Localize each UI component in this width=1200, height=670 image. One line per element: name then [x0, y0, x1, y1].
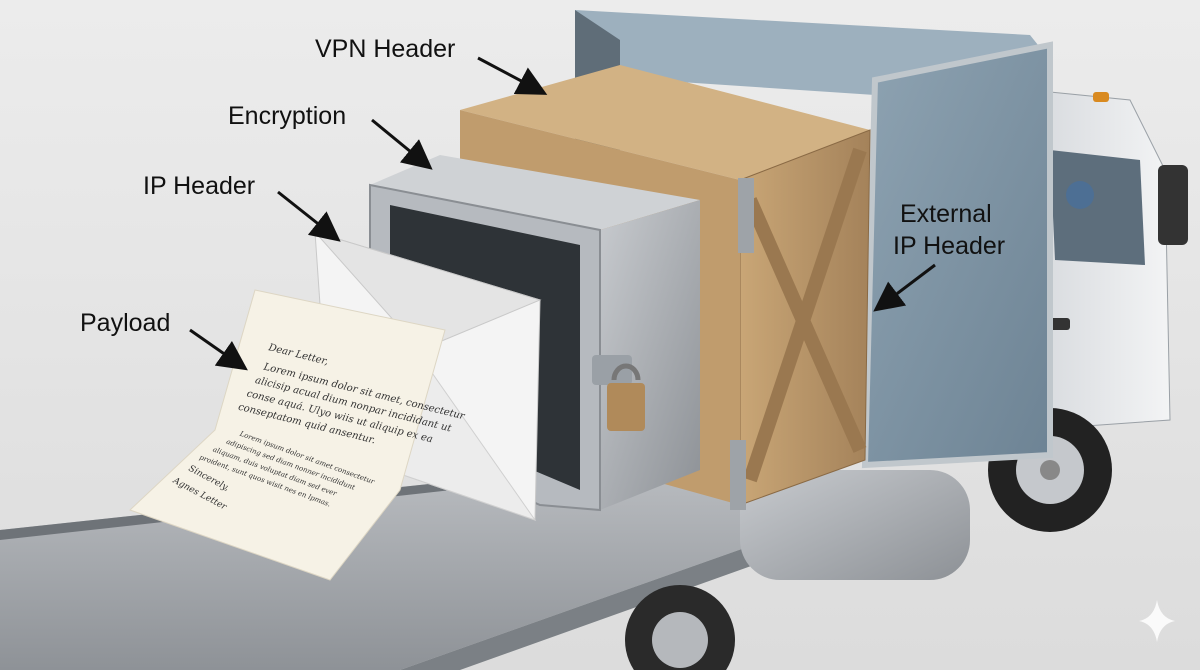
letter: Dear Letter, Lorem ipsum dolor sit amet,…	[129, 289, 467, 581]
side-mirror	[1158, 165, 1188, 245]
label-external-ip-header-line2: IP Header	[893, 232, 1005, 260]
roof-light	[1093, 92, 1109, 102]
arrow-vpn-header	[477, 56, 548, 95]
arrow-encryption	[371, 118, 433, 170]
rear-wheel	[625, 585, 735, 670]
arrow-ip-header	[277, 190, 341, 242]
label-external-ip-header-line1: External	[900, 200, 992, 228]
fuel-tank	[740, 470, 970, 580]
label-encryption: Encryption	[228, 102, 346, 130]
arrow-external-ip-header	[873, 263, 936, 312]
label-ip-header: IP Header	[143, 172, 255, 200]
arrow-payload	[189, 328, 248, 371]
padlock-shackle	[611, 363, 641, 381]
label-payload: Payload	[80, 309, 170, 337]
padlock-icon	[607, 383, 645, 431]
driver	[1066, 181, 1094, 209]
sparkle-icon	[1139, 600, 1175, 642]
label-vpn-header: VPN Header	[315, 35, 455, 63]
